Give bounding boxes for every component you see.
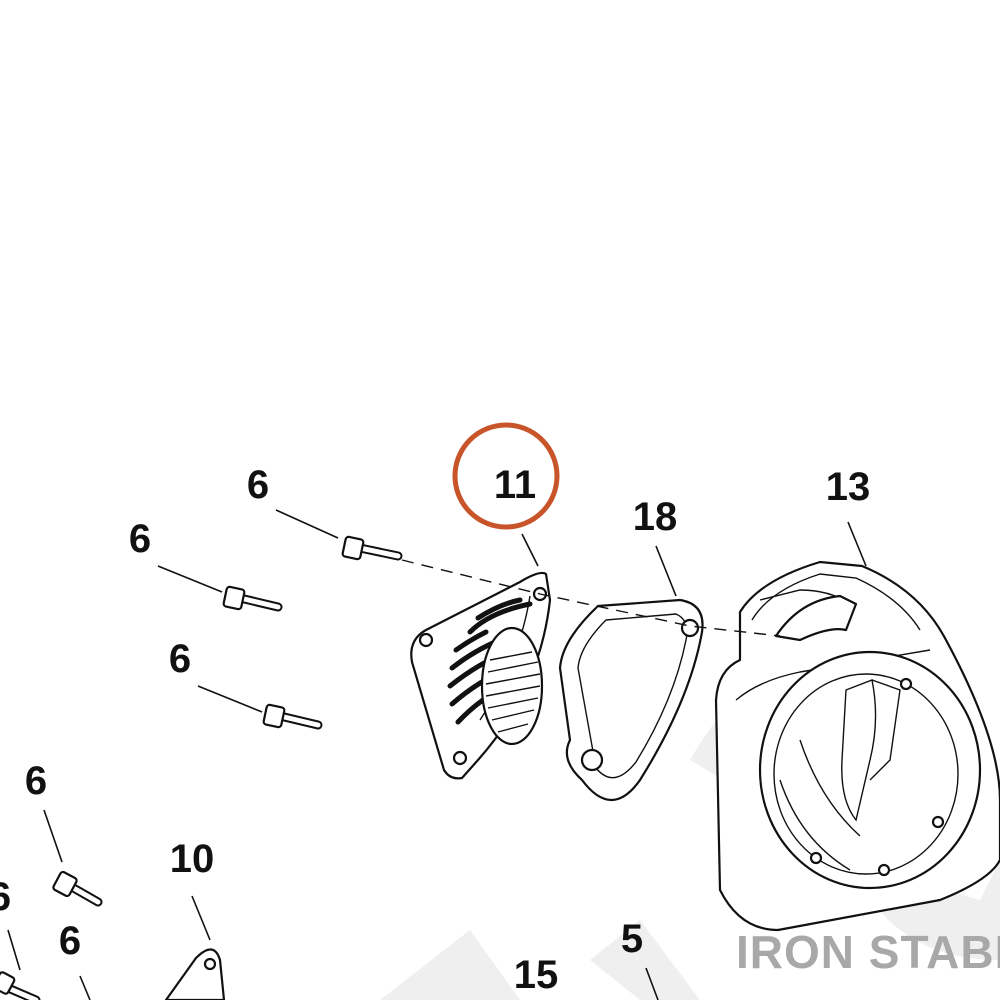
callout-11: 11 xyxy=(494,463,536,507)
bolt-d xyxy=(52,870,103,907)
callout-10: 10 xyxy=(170,837,215,881)
watermark-text: IRON STABLE xyxy=(736,926,1000,978)
bolt-a xyxy=(341,535,403,561)
bracket-part-10 xyxy=(164,948,226,1000)
callout-6-lower: 6 xyxy=(25,759,47,803)
callout-6-edge: 6 xyxy=(0,875,11,919)
cover-plate-part-11 xyxy=(410,571,552,780)
callout-15: 15 xyxy=(514,953,559,997)
leader-lines xyxy=(7,509,867,1000)
bolt-e xyxy=(0,971,41,1000)
callout-18: 18 xyxy=(633,495,678,539)
callout-6-bottom: 6 xyxy=(59,919,81,963)
assembly-dashed-lines xyxy=(401,559,781,637)
callout-6-middle: 6 xyxy=(169,637,191,681)
callout-13: 13 xyxy=(826,465,871,509)
callout-6-top: 6 xyxy=(247,463,269,507)
fan-housing-part-13 xyxy=(714,560,1000,932)
highlight-circle xyxy=(452,422,560,530)
bolt-c xyxy=(262,703,323,730)
gasket-part-18 xyxy=(558,598,704,802)
grille-bars xyxy=(480,626,544,746)
callout-5: 5 xyxy=(621,917,643,961)
callout-6-upper-left: 6 xyxy=(129,517,151,561)
bolt-b xyxy=(222,585,283,612)
callout-labels: 6 6 6 6 6 6 11 18 13 10 5 15 xyxy=(0,463,870,997)
